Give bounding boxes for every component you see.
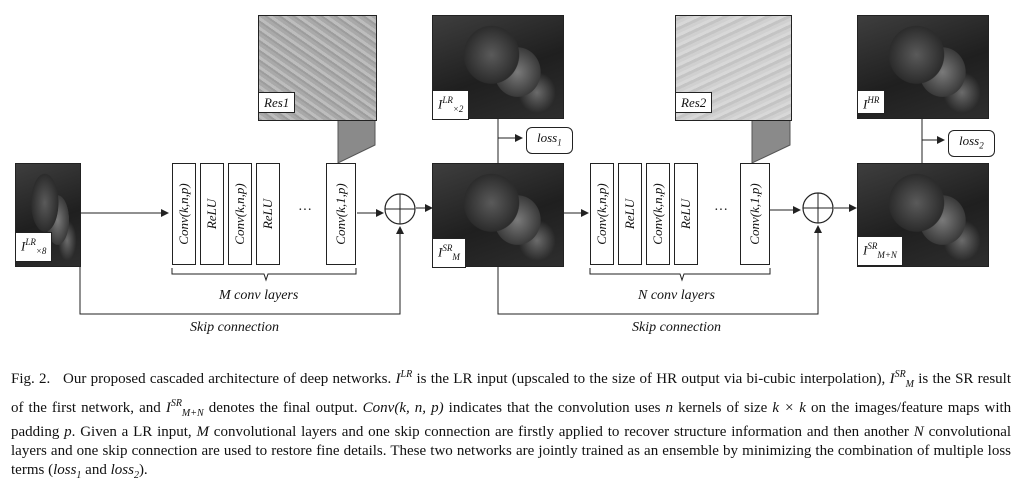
block2-layer-2: ReLU xyxy=(618,163,642,265)
loss2-box: loss2 xyxy=(948,130,995,157)
block1-layer-2: ReLU xyxy=(200,163,224,265)
block2-ellipsis: ··· xyxy=(714,203,728,218)
block1-layer-1: Conv(k,n,p) xyxy=(172,163,196,265)
input-image-label: ILR×8 xyxy=(15,232,53,262)
res1-label: Res1 xyxy=(258,92,296,113)
block2-layer-last: Conv(k,1,p) xyxy=(740,163,770,265)
block1-layer-3: Conv(k,n,p) xyxy=(228,163,252,265)
skip-connection-2 xyxy=(497,225,822,315)
final-sr-image xyxy=(857,163,989,267)
block2-layer-3: Conv(k,n,p) xyxy=(646,163,670,265)
lr-x2-label: ILR×2 xyxy=(432,90,470,120)
skip-label-1: Skip connection xyxy=(190,320,280,335)
figure-number: Fig. 2. xyxy=(11,371,51,387)
block1-layer-4: ReLU xyxy=(256,163,280,265)
block2-layer-4: ReLU xyxy=(674,163,698,265)
architecture-figure: ILR×8 Conv(k,n,p) ReLU Conv(k,n,p) ReLU … xyxy=(15,15,995,335)
block1-brace-label: M conv layers xyxy=(219,288,299,303)
skip-connection-1 xyxy=(79,226,404,315)
figure-caption: Fig. 2. Our proposed cascaded architectu… xyxy=(11,369,1012,481)
brace-block1 xyxy=(171,268,357,282)
brace-block2 xyxy=(589,268,771,282)
block2-layer-1: Conv(k,n,p) xyxy=(590,163,614,265)
hr-image xyxy=(857,15,989,119)
block1-layer-last: Conv(k,1,p) xyxy=(326,163,356,265)
hr-label: IHR xyxy=(857,90,886,115)
block2-brace-label: N conv layers xyxy=(638,288,715,303)
sr-m-label: ISRM xyxy=(432,238,466,268)
skip-label-2: Skip connection xyxy=(632,320,722,335)
loss1-box: loss1 xyxy=(526,127,573,154)
final-sr-label: ISRM+N xyxy=(857,236,903,266)
block1-ellipsis: ··· xyxy=(298,203,312,218)
res2-label: Res2 xyxy=(675,92,713,113)
